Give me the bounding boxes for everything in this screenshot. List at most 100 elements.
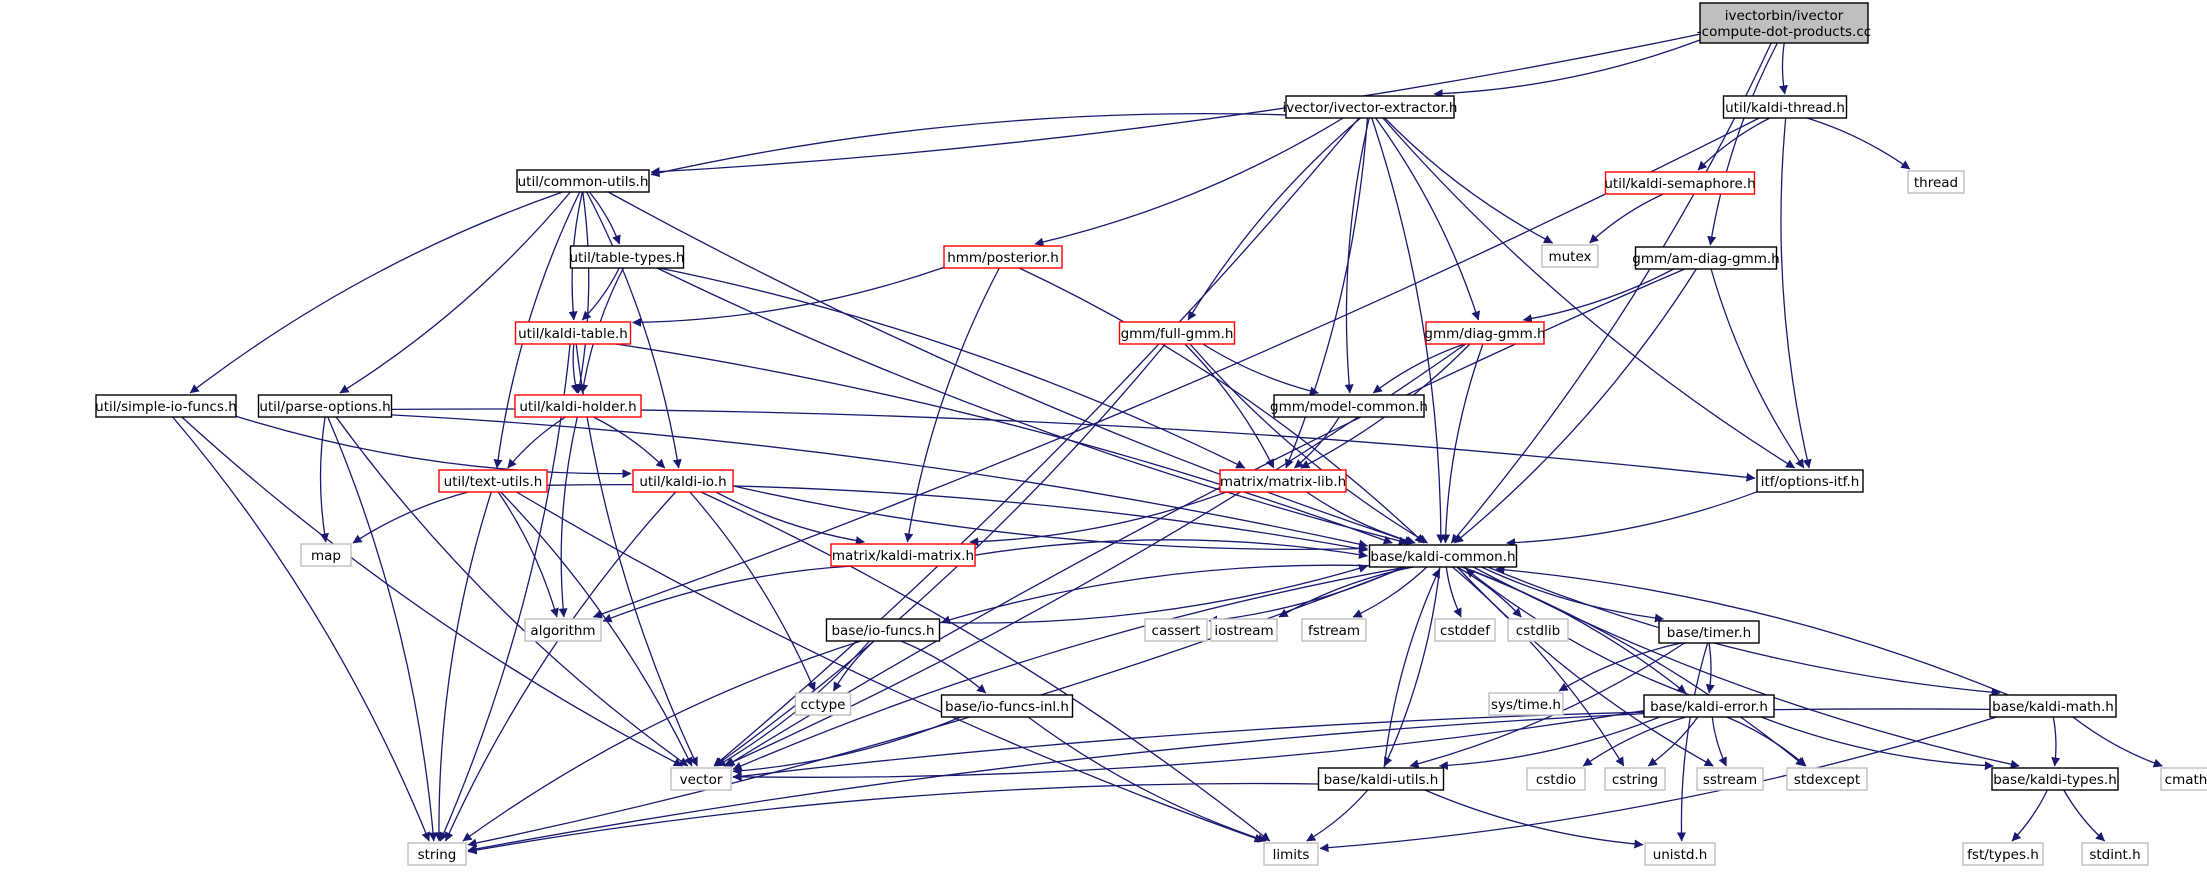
node-label-am-diag-gmm: gmm/am-diag-gmm.h xyxy=(1632,251,1779,267)
edge-kaldi-utils-to-kaldi-common xyxy=(1383,568,1440,769)
edge-kaldi-thread-to-options-itf xyxy=(1780,117,1812,469)
node-model-common[interactable]: gmm/model-common.h xyxy=(1270,394,1428,418)
edge-am-diag-gmm-to-options-itf xyxy=(1710,268,1805,469)
node-timer[interactable]: base/timer.h xyxy=(1658,620,1760,644)
node-box-vector xyxy=(670,767,732,791)
edge-kaldi-utils-to-string xyxy=(467,782,1319,855)
node-kaldi-table[interactable]: util/kaldi-table.h xyxy=(514,321,632,345)
node-label-cstddef: cstddef xyxy=(1440,623,1491,639)
node-box-cstdlib xyxy=(1507,618,1569,642)
node-box-kaldi-utils xyxy=(1317,767,1445,791)
edge-root-to-kaldi-thread xyxy=(1778,42,1788,95)
node-label-io-funcs-inl: base/io-funcs-inl.h xyxy=(945,699,1069,715)
node-box-iostream xyxy=(1210,618,1278,642)
node-parse-options[interactable]: util/parse-options.h xyxy=(257,394,393,418)
node-box-simple-io-funcs xyxy=(95,394,237,418)
node-options-itf[interactable]: itf/options-itf.h xyxy=(1756,469,1864,493)
node-am-diag-gmm[interactable]: gmm/am-diag-gmm.h xyxy=(1632,246,1780,270)
edge-full-gmm-to-matrix-lib xyxy=(1184,343,1275,469)
node-label-limits: limits xyxy=(1273,847,1310,863)
edge-kaldi-table-to-kaldi-holder xyxy=(570,343,580,394)
node-posterior[interactable]: hmm/posterior.h xyxy=(943,245,1063,269)
node-box-unistd xyxy=(1644,842,1716,866)
node-io-funcs-inl[interactable]: base/io-funcs-inl.h xyxy=(940,694,1074,718)
edge-kaldi-common-to-cassert xyxy=(1208,566,1404,625)
node-kaldi-types[interactable]: base/kaldi-types.h xyxy=(1991,767,2119,791)
node-kaldi-holder[interactable]: util/kaldi-holder.h xyxy=(514,394,642,418)
edge-ivector-extractor-to-diag-gmm xyxy=(1375,117,1481,321)
node-kaldi-common[interactable]: base/kaldi-common.h xyxy=(1368,544,1518,568)
edge-kaldi-error-to-sstream xyxy=(1711,716,1727,767)
node-ivector-extractor[interactable]: ivector/ivector-extractor.h xyxy=(1282,95,1458,119)
node-text-utils[interactable]: util/text-utils.h xyxy=(438,469,548,493)
edge-model-common-to-matrix-lib xyxy=(1293,416,1340,469)
node-kaldi-io[interactable]: util/kaldi-io.h xyxy=(632,469,734,493)
node-box-ivector-extractor xyxy=(1285,95,1455,119)
node-table-types[interactable]: util/table-types.h xyxy=(569,245,685,269)
edge-kaldi-io-to-string xyxy=(445,491,677,842)
node-simple-io-funcs[interactable]: util/simple-io-funcs.h xyxy=(95,394,237,418)
edge-kaldi-common-to-vector xyxy=(732,566,1407,771)
node-label-mutex: mutex xyxy=(1548,249,1591,265)
node-kaldi-thread[interactable]: util/kaldi-thread.h xyxy=(1722,95,1848,119)
node-label-kaldi-thread: util/kaldi-thread.h xyxy=(1725,100,1845,116)
node-box-full-gmm xyxy=(1118,321,1236,345)
edge-kaldi-thread-to-thread xyxy=(1806,117,1911,170)
node-kaldi-matrix[interactable]: matrix/kaldi-matrix.h xyxy=(830,543,976,567)
edge-text-utils-to-algorithm xyxy=(497,491,559,618)
edge-kaldi-common-to-io-funcs xyxy=(941,564,1370,625)
edge-kaldi-common-to-timer xyxy=(1481,566,1664,623)
node-matrix-lib[interactable]: matrix/matrix-lib.h xyxy=(1219,469,1347,493)
edge-simple-io-funcs-to-kaldi-io xyxy=(235,415,632,479)
node-common-utils[interactable]: util/common-utils.h xyxy=(516,169,650,193)
edge-kaldi-holder-to-algorithm xyxy=(558,416,578,618)
edge-root-to-common-utils xyxy=(650,33,1701,177)
edge-posterior-to-kaldi-table xyxy=(632,266,945,327)
node-diag-gmm[interactable]: gmm/diag-gmm.h xyxy=(1424,321,1546,345)
node-box-fstream xyxy=(1301,618,1367,642)
node-box-map xyxy=(300,543,352,567)
node-kaldi-math[interactable]: base/kaldi-math.h xyxy=(1989,694,2117,718)
node-label-diag-gmm: gmm/diag-gmm.h xyxy=(1424,326,1545,342)
node-io-funcs[interactable]: base/io-funcs.h xyxy=(825,618,941,642)
edge-text-utils-to-limits xyxy=(516,491,1264,843)
node-full-gmm[interactable]: gmm/full-gmm.h xyxy=(1118,321,1236,345)
node-kaldi-utils[interactable]: base/kaldi-utils.h xyxy=(1317,767,1445,791)
edge-parse-options-to-string xyxy=(327,416,438,842)
node-cmath: cmath xyxy=(2160,767,2207,791)
node-cstddef: cstddef xyxy=(1434,618,1496,642)
edge-kaldi-semaphore-to-mutex xyxy=(1589,193,1664,244)
node-label-fst-types: fst/types.h xyxy=(1967,847,2039,863)
edge-kaldi-matrix-to-kaldi-common xyxy=(974,539,1368,559)
node-label-algorithm: algorithm xyxy=(530,623,595,639)
node-box-kaldi-types xyxy=(1991,767,2119,791)
node-cstdio: cstdio xyxy=(1526,767,1586,791)
edge-timer-to-unistd xyxy=(1676,642,1709,842)
node-fst-types: fst/types.h xyxy=(1962,842,2044,866)
edge-kaldi-error-to-stdexcept xyxy=(1726,716,1807,767)
edge-am-diag-gmm-to-diag-gmm xyxy=(1522,268,1674,323)
node-kaldi-error[interactable]: base/kaldi-error.h xyxy=(1643,694,1775,718)
node-box-cmath xyxy=(2160,767,2207,791)
node-label-sstream: sstream xyxy=(1703,772,1757,788)
node-box-cctype xyxy=(794,692,852,716)
node-label-timer: base/timer.h xyxy=(1667,625,1751,641)
edge-kaldi-thread-to-kaldi-semaphore xyxy=(1697,117,1771,171)
node-limits: limits xyxy=(1263,842,1319,866)
node-box-thread xyxy=(1907,170,1965,194)
edge-ivector-extractor-to-kaldi-common xyxy=(1371,117,1446,544)
node-cassert: cassert xyxy=(1144,618,1208,642)
edge-common-utils-to-kaldi-holder xyxy=(575,191,590,394)
node-label-simple-io-funcs: util/simple-io-funcs.h xyxy=(95,399,237,415)
node-label-cmath: cmath xyxy=(2165,772,2207,788)
node-label-kaldi-io: util/kaldi-io.h xyxy=(639,474,726,490)
node-kaldi-semaphore[interactable]: util/kaldi-semaphore.h xyxy=(1604,171,1756,195)
edge-kaldi-utils-to-unistd xyxy=(1424,789,1644,849)
node-root[interactable]: ivectorbin/ivector-compute-dot-products.… xyxy=(1697,2,1871,44)
edge-kaldi-error-to-vector xyxy=(732,710,1645,782)
edge-ivector-extractor-to-vector xyxy=(713,117,1360,767)
edge-kaldi-common-to-kaldi-types xyxy=(1472,566,2020,769)
node-box-kaldi-error xyxy=(1643,694,1775,718)
node-label-root-line-0: ivectorbin/ivector xyxy=(1725,8,1844,24)
